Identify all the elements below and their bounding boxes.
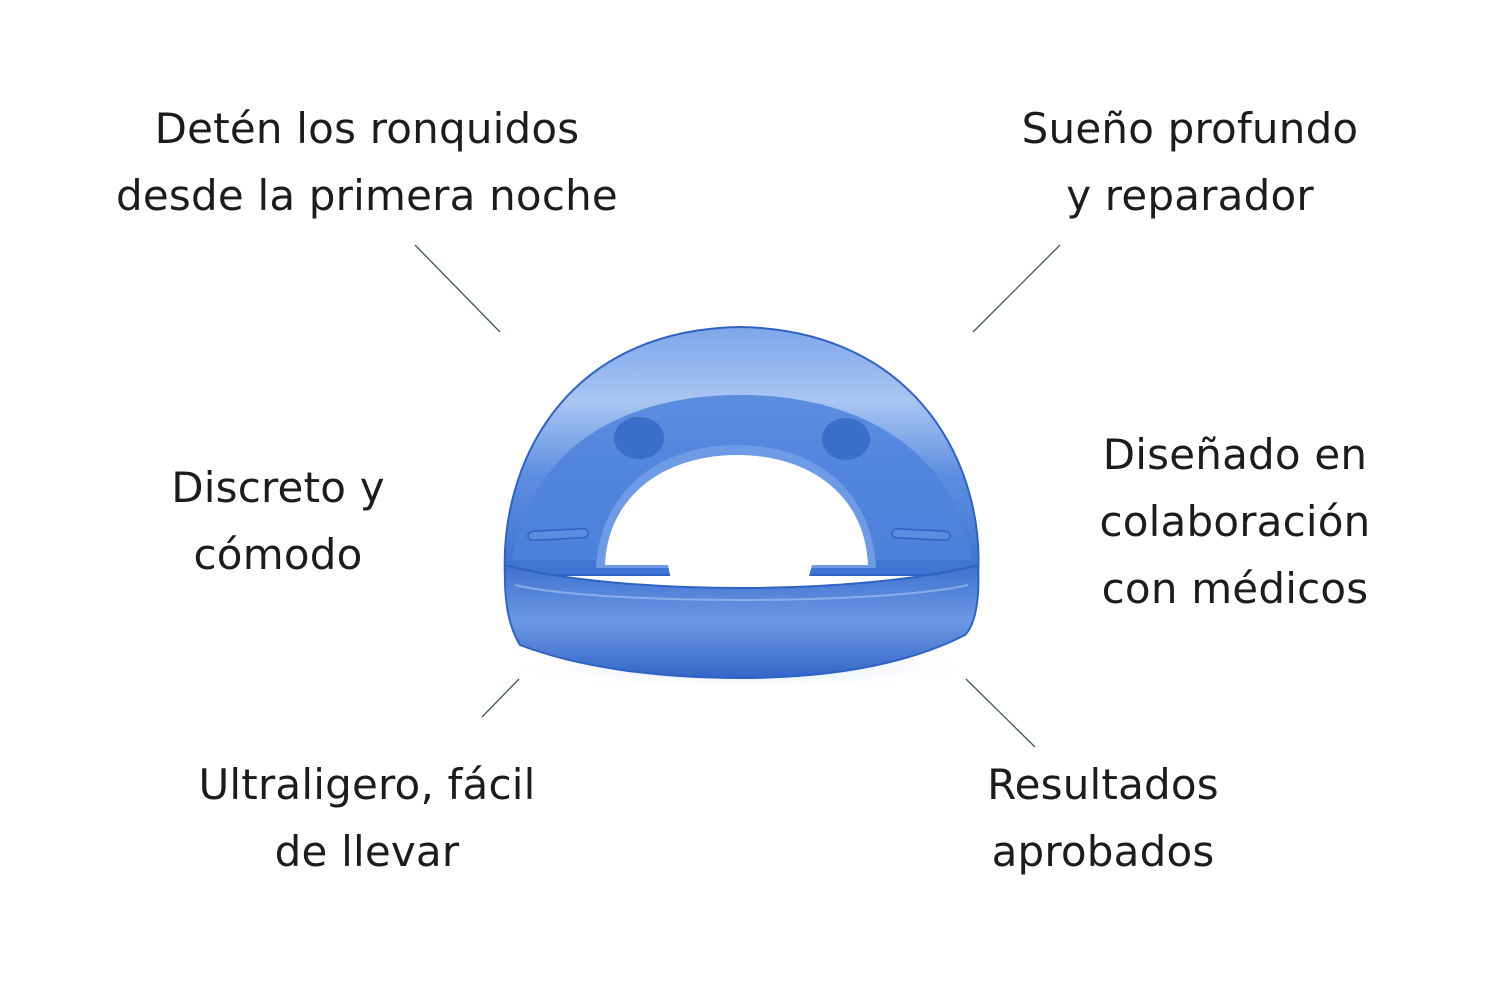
leader-lines: [414, 244, 1061, 748]
callout-line: y reparador: [1066, 171, 1314, 220]
callout-line: de llevar: [274, 827, 460, 876]
callout-middle-left: Discreto y cómodo: [0, 454, 598, 588]
callout-line: aprobados: [991, 827, 1215, 876]
callout-line: Sueño profundo: [1021, 104, 1359, 153]
product-window: [605, 455, 868, 585]
callout-line: Diseñado en: [1102, 430, 1368, 479]
leader-line-bottom-left: [481, 678, 520, 718]
callout-bottom-right: Resultados aprobados: [783, 751, 1423, 885]
callout-line: Discreto y: [171, 463, 385, 512]
callout-line: Resultados: [987, 760, 1219, 809]
callout-line: desde la primera noche: [116, 171, 618, 220]
callout-line: colaboración: [1099, 497, 1371, 546]
callout-line: Detén los ronquidos: [154, 104, 580, 153]
callout-line: con médicos: [1101, 564, 1369, 613]
leader-line-bottom-right: [965, 678, 1036, 748]
leader-line-top-right: [972, 244, 1061, 333]
callout-middle-right: Diseñado en colaboración con médicos: [915, 421, 1500, 622]
callout-line: cómodo: [193, 530, 363, 579]
leader-line-top-left: [414, 244, 501, 333]
product-base: [503, 563, 980, 680]
callout-line: Ultraligero, fácil: [198, 760, 536, 809]
callout-bottom-left: Ultraligero, fácil de llevar: [47, 751, 687, 885]
callout-top-left: Detén los ronquidos desde la primera noc…: [47, 95, 687, 229]
callout-top-right: Sueño profundo y reparador: [870, 95, 1500, 229]
